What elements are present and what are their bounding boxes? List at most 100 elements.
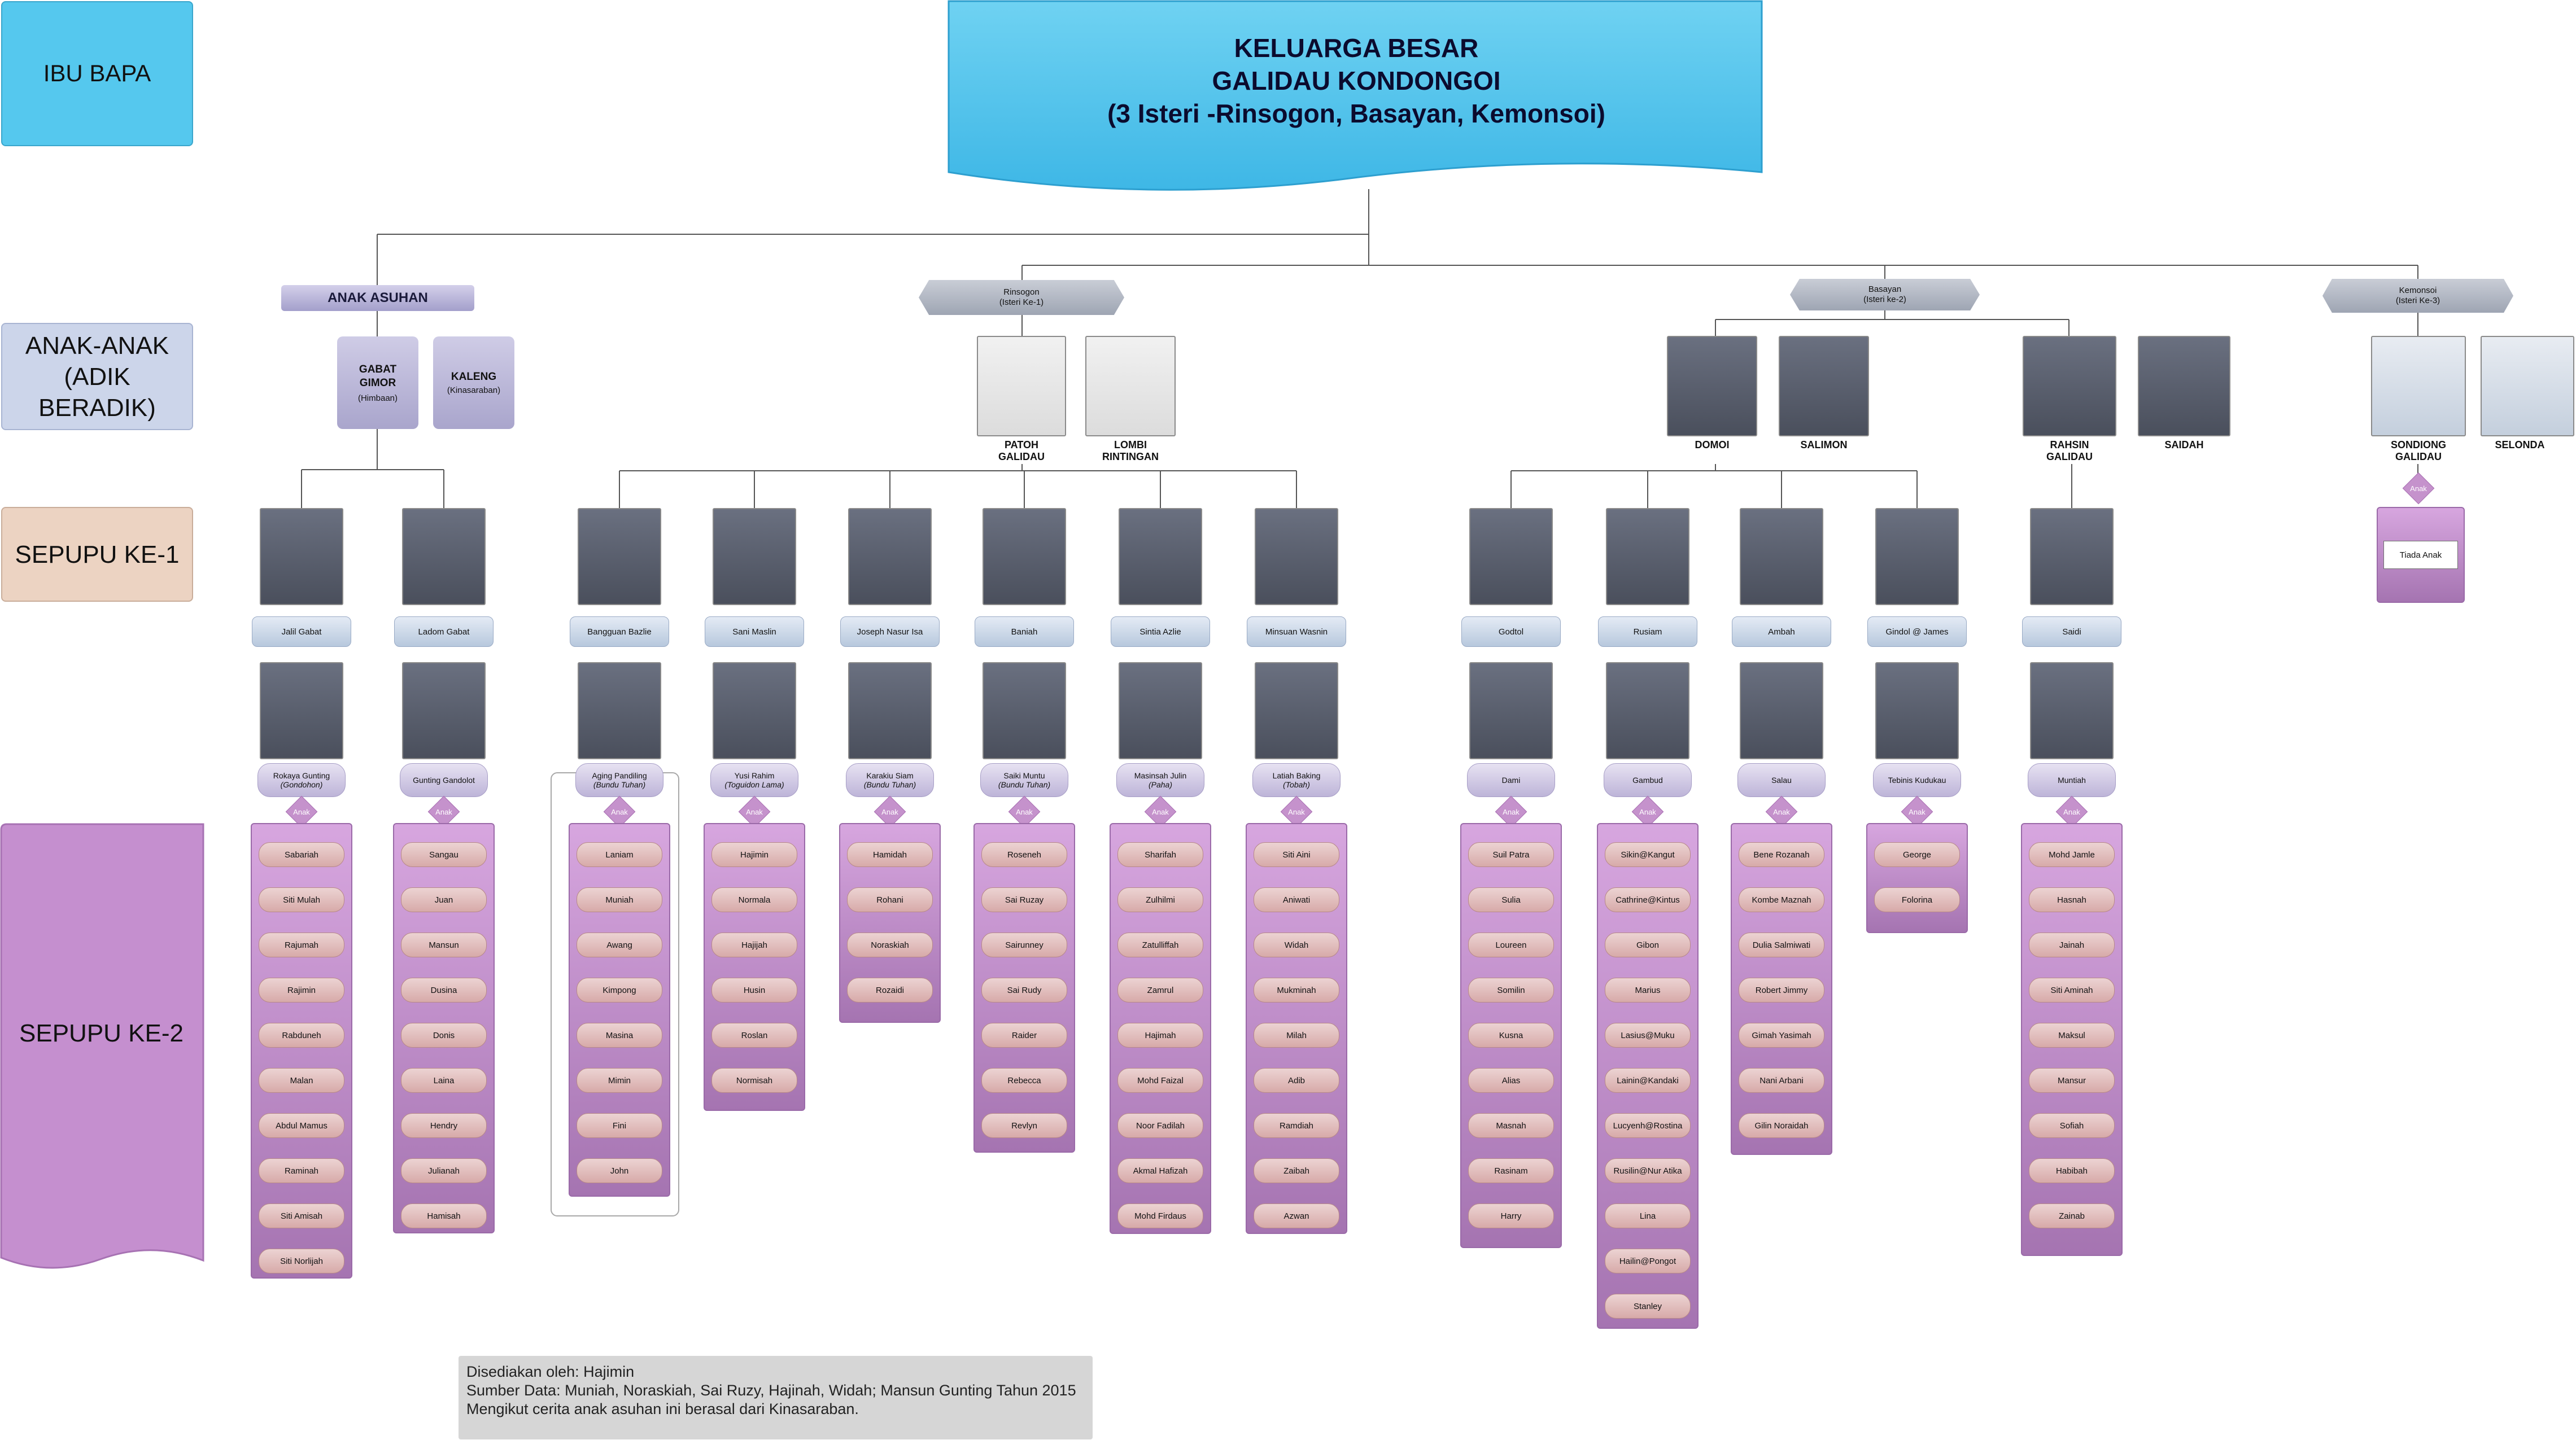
anak-asuhan-kaleng: KALENG (Kinasaraban) (433, 336, 514, 429)
family-3-kid-4: Roslan (711, 1023, 797, 1048)
child-name-selonda: SELONDA (2495, 439, 2545, 450)
family-5-kid-1: Sai Ruzay (981, 887, 1067, 912)
family-7-kid-2: Widah (1254, 933, 1339, 957)
family-1-kid-0: Sangau (401, 842, 487, 867)
family-0-spouse-photo (260, 662, 343, 759)
family-2-kid-1: Muniah (577, 887, 662, 912)
family-11-name: Gindol @ James (1867, 616, 1967, 647)
wife-rinsogon-order: (Isteri Ke-1) (999, 297, 1044, 307)
family-8-kid-4: Kusna (1468, 1023, 1554, 1048)
family-6-anak-label: Anak (1152, 807, 1169, 816)
family-0-kid-1: Siti Mulah (259, 887, 344, 912)
family-7-photo (1255, 508, 1338, 605)
spouse-name: Dami (1501, 776, 1521, 785)
family-9-kid-6: Lucyenh@Rostina (1605, 1113, 1691, 1138)
family-7-kid-3: Mukminah (1254, 978, 1339, 1003)
family-5-spouse: Saiki Muntu(Bundu Tuhan) (980, 763, 1068, 797)
family-9-kid-8: Lina (1605, 1203, 1691, 1228)
family-5-kid-0: Roseneh (981, 842, 1067, 867)
family-3-kid-5: Normisah (711, 1068, 797, 1093)
spouse-name: Saiki Muntu (1003, 771, 1045, 780)
family-9-name: Rusiam (1598, 616, 1697, 647)
wife-kemonsoi: Kemonsoi (Isteri Ke-3) (2322, 279, 2513, 313)
family-10-anak-label: Anak (1773, 807, 1790, 816)
family-1-kid-7: Julianah (401, 1158, 487, 1183)
family-9-kid-3: Marius (1605, 978, 1691, 1003)
family-5-anak-label: Anak (1016, 807, 1033, 816)
family-3-kid-0: Hajimin (711, 842, 797, 867)
child-photo-rahsin (2023, 336, 2116, 436)
family-5-kid-2: Sairunney (981, 933, 1067, 957)
spouse-name: Gambud (1632, 776, 1663, 785)
family-7-name: Minsuan Wasnin (1247, 616, 1346, 647)
wife-kemonsoi-order: (Isteri Ke-3) (2395, 296, 2440, 305)
child-name-lombi: LOMBI RINTINGAN (1102, 439, 1159, 462)
spouse-origin: (Bundu Tuhan) (998, 780, 1051, 789)
wife-kemonsoi-name: Kemonsoi (2399, 286, 2437, 295)
family-8-kid-5: Alias (1468, 1068, 1554, 1093)
wife-basayan-name: Basayan (1868, 285, 1902, 294)
family-3-kid-2: Hajijah (711, 933, 797, 957)
family-6-kid-8: Mohd Firdaus (1117, 1203, 1203, 1228)
family-9-kid-2: Gibon (1605, 933, 1691, 957)
family-3-spouse-photo (713, 662, 796, 759)
family-9-kid-7: Rusilin@Nur Atika (1605, 1158, 1691, 1183)
spouse-origin: (Toguidon Lama) (724, 780, 784, 789)
gen-label-anak-anak: ANAK-ANAK (ADIK BERADIK) (1, 323, 193, 430)
family-0-kid-2: Rajumah (259, 933, 344, 957)
title-banner-shape (948, 0, 1763, 191)
family-2-kid-3: Kimpong (577, 978, 662, 1003)
family-7-kid-8: Azwan (1254, 1203, 1339, 1228)
family-8-kid-8: Harry (1468, 1203, 1554, 1228)
family-4-kid-1: Rohani (847, 887, 933, 912)
title-line-1: KELUARGA BESAR (1234, 33, 1479, 63)
family-3-kid-1: Normala (711, 887, 797, 912)
family-5-photo (983, 508, 1066, 605)
family-12-kid-2: Jainah (2029, 933, 2115, 957)
family-9-kid-1: Cathrine@Kintus (1605, 887, 1691, 912)
family-8-name: Godtol (1461, 616, 1561, 647)
family-7-kid-7: Zaibah (1254, 1158, 1339, 1183)
family-2-kid-5: Mimin (577, 1068, 662, 1093)
family-3-photo (713, 508, 796, 605)
family-3-kids-panel (704, 823, 805, 1111)
family-4-anak-label: Anak (881, 807, 898, 816)
family-2-kid-6: Fini (577, 1113, 662, 1138)
family-12-photo (2030, 508, 2114, 605)
family-5-kid-6: Revlyn (981, 1113, 1067, 1138)
family-3-name: Sani Maslin (705, 616, 804, 647)
family-4-kid-0: Hamidah (847, 842, 933, 867)
family-0-name: Jalil Gabat (252, 616, 351, 647)
family-4-kid-2: Noraskiah (847, 933, 933, 957)
kaleng-place: (Kinasaraban) (447, 385, 501, 395)
family-9-kid-0: Sikin@Kangut (1605, 842, 1691, 867)
family-6-spouse-photo (1119, 662, 1202, 759)
spouse-name: Muntiah (2058, 776, 2086, 785)
family-9-kid-10: Stanley (1605, 1294, 1691, 1319)
family-6-kid-0: Sharifah (1117, 842, 1203, 867)
family-2-name: Bangguan Bazlie (570, 616, 669, 647)
family-0-kid-9: Siti Norlijah (259, 1249, 344, 1273)
family-8-kid-1: Sulia (1468, 887, 1554, 912)
wife-rinsogon-name: Rinsogon (1003, 287, 1040, 297)
family-10-kid-1: Kombe Maznah (1739, 887, 1824, 912)
family-11-kids-panel (1866, 823, 1968, 933)
family-12-spouse-photo (2030, 662, 2114, 759)
wife-basayan: Basayan (Isteri ke-2) (1790, 279, 1980, 310)
child-name-sondiong: SONDIONG GALIDAU (2390, 439, 2446, 462)
family-2-kid-0: Laniam (577, 842, 662, 867)
family-12-kid-0: Mohd Jamle (2029, 842, 2115, 867)
spouse-name: Masinsah Julin (1134, 771, 1187, 780)
family-12-spouse: Muntiah (2028, 763, 2116, 797)
child-photo-salimon (1779, 336, 1869, 436)
family-8-kid-2: Loureen (1468, 933, 1554, 957)
family-9-anak-label: Anak (1639, 807, 1656, 816)
family-5-kid-5: Rebecca (981, 1068, 1067, 1093)
family-10-kid-6: Gilin Noraidah (1739, 1113, 1824, 1138)
family-6-photo (1119, 508, 1202, 605)
family-1-kid-5: Laina (401, 1068, 487, 1093)
child-name-patoh: PATOH GALIDAU (998, 439, 1045, 462)
family-10-spouse-photo (1740, 662, 1823, 759)
family-2-spouse: Aging Pandiling(Bundu Tuhan) (575, 763, 663, 797)
